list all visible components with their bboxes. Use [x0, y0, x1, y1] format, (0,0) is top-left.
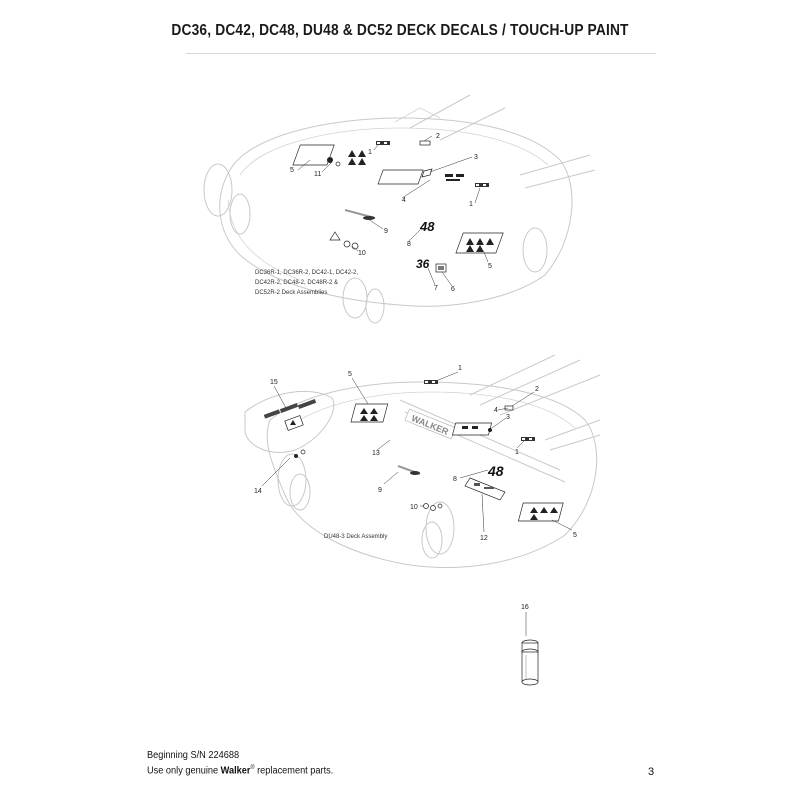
figure2-caption: DU48-3 Deck Assembly	[324, 534, 387, 540]
callout-1: 1	[368, 149, 372, 156]
callout-4: 4	[402, 197, 406, 204]
callout-1-fig2: 1	[458, 365, 462, 372]
decal-15-mulch-kit	[263, 399, 317, 431]
decal-10-icons-2	[423, 503, 443, 511]
page-number: 3	[648, 766, 655, 778]
deck-assembly-figure-2: WALKER	[244, 354, 601, 568]
decal-5-warning-right	[455, 232, 504, 254]
size-label-48-2: 48	[487, 463, 504, 479]
callout-1b: 1	[469, 201, 473, 208]
decal-10-icons	[329, 231, 359, 250]
callout-12: 12	[480, 535, 488, 542]
callout-9-fig2: 9	[378, 487, 382, 494]
figure1-caption-line2: DC42R-2, DC48-2, DC48R-2 &	[255, 280, 338, 286]
callout-15: 15	[270, 379, 278, 386]
decal-11-small	[327, 157, 341, 167]
deck-assembly-figure-1: 48 36 1 2 3 5 11 4 1 9 8 10 5 7 6 DC36R-…	[203, 94, 596, 324]
callout-9: 9	[384, 228, 388, 235]
decal-3-center	[451, 422, 493, 436]
decal-2-3-small	[419, 140, 433, 178]
callout-3-fig2: 3	[506, 414, 510, 421]
callout-13: 13	[372, 450, 380, 457]
decal-5-warning-left-2	[350, 403, 389, 423]
callout-10: 10	[358, 250, 366, 257]
figure1-caption-line3: DC52R-2 Deck Assemblies	[255, 290, 327, 296]
serial-number-note: Beginning S/N 224688	[147, 750, 240, 761]
decal-6-plate	[435, 263, 447, 273]
page-footer: Beginning S/N 224688 Use only genuine Wa…	[147, 750, 333, 777]
decal-2-4-small	[488, 405, 514, 432]
figure1-caption-line1: DC36R-1, DC36R-2, DC42-1, DC42-2,	[255, 270, 358, 276]
size-label-36: 36	[416, 257, 430, 271]
decal-9-stripe	[344, 209, 376, 220]
decal-4-center	[377, 169, 464, 185]
callout-7: 7	[434, 285, 438, 292]
decal-9-stripe-2	[397, 465, 421, 475]
walker-brand-name: Walker	[220, 765, 251, 777]
decal-14-icons	[294, 449, 306, 458]
touch-up-paint-can: 16	[521, 604, 539, 686]
callout-5b: 5	[488, 263, 492, 270]
callout-5b-fig2: 5	[573, 532, 577, 539]
decal-1-stripes	[376, 141, 489, 187]
callout-11: 11	[314, 171, 321, 178]
callout-3: 3	[474, 154, 478, 161]
callout-5-fig2: 5	[348, 371, 352, 378]
callout-8-fig2: 8	[453, 476, 457, 483]
decal-1-stripes-2	[424, 380, 535, 441]
callout-2-fig2: 2	[535, 386, 539, 393]
decal-12-label	[464, 477, 506, 501]
callout-10-fig2: 10	[410, 504, 418, 511]
decal-5-warning-left	[292, 144, 366, 166]
callout-4-fig2: 4	[494, 407, 498, 414]
callout-2: 2	[436, 133, 440, 140]
callout-8: 8	[407, 241, 411, 248]
callout-6: 6	[451, 286, 455, 293]
page-title: DC36, DC42, DC48, DU48 & DC52 DECK DECAL…	[171, 22, 629, 39]
genuine-parts-note: Use only genuine Walker® replacement par…	[147, 765, 334, 777]
decal-5-warning-right-2	[517, 502, 564, 522]
title-divider	[186, 53, 656, 54]
callout-5: 5	[290, 167, 294, 174]
callout-14: 14	[254, 488, 262, 495]
size-label-48: 48	[419, 219, 435, 234]
callout-1b-fig2: 1	[515, 449, 519, 456]
callout-16: 16	[521, 604, 529, 611]
